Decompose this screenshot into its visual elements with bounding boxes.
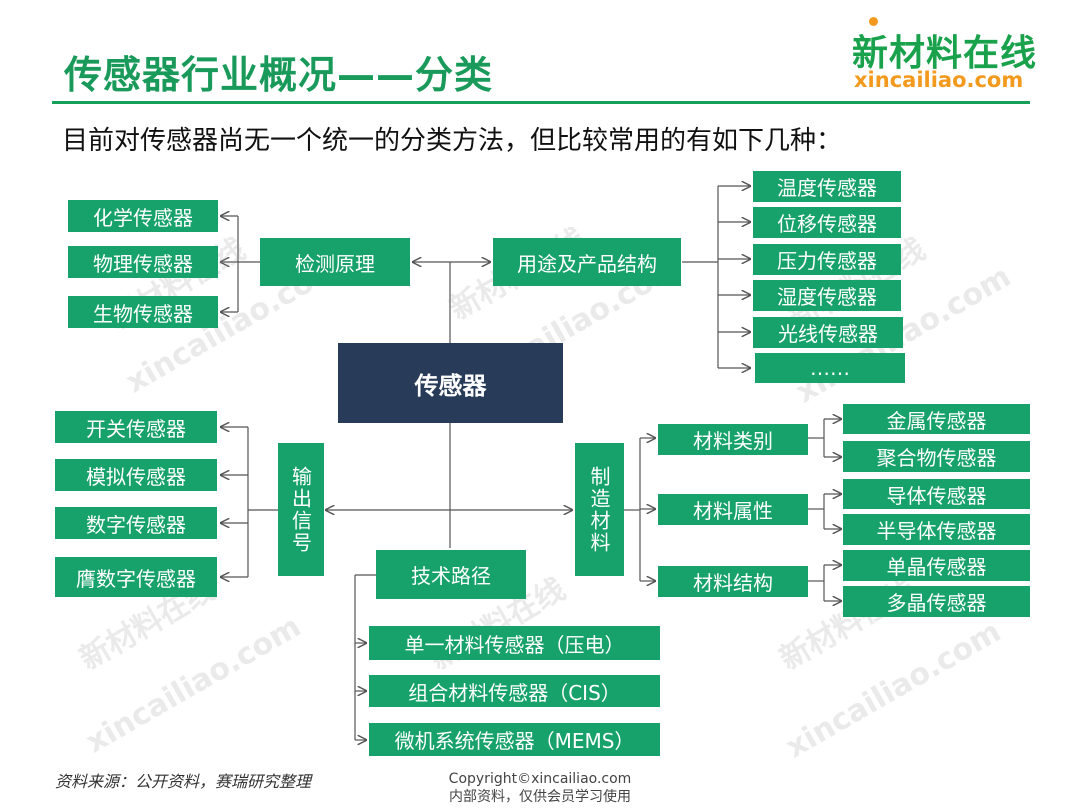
node-single-crystal-sensor: 单晶传感器 bbox=[843, 550, 1030, 581]
center-node-sensor: 传感器 bbox=[338, 343, 563, 423]
source-note: 资料来源：公开资料，赛瑞研究整理 bbox=[55, 772, 312, 791]
node-pressure-sensor: 压力传感器 bbox=[753, 244, 901, 275]
node-material-category: 材料类别 bbox=[658, 424, 808, 455]
node-mems-sensor: 微机系统传感器（MEMS） bbox=[369, 723, 660, 756]
node-conductor-sensor: 导体传感器 bbox=[843, 479, 1030, 509]
copyright-text: Copyright©xincailiao.com bbox=[448, 771, 632, 787]
brand-logo: 新材料在线 xincailiao.com bbox=[852, 17, 1042, 94]
node-quasi-digital-sensor: 膺数字传感器 bbox=[55, 557, 217, 597]
logo-text-en: xincailiao.com bbox=[854, 68, 1024, 92]
logo-text-cn: 新材料在线 bbox=[852, 33, 1038, 74]
node-output-signal: 输出信号 bbox=[278, 443, 324, 576]
node-manufacturing-material: 制造材料 bbox=[575, 443, 624, 576]
node-polymer-sensor: 聚合物传感器 bbox=[843, 441, 1030, 472]
node-analog-sensor: 模拟传感器 bbox=[55, 459, 217, 491]
node-material-structure: 材料结构 bbox=[658, 566, 808, 597]
node-biological-sensor: 生物传感器 bbox=[68, 296, 218, 328]
node-temperature-sensor: 温度传感器 bbox=[753, 171, 901, 202]
header-divider bbox=[52, 101, 1030, 104]
subtitle: 目前对传感器尚无一个统一的分类方法，但比较常用的有如下几种： bbox=[62, 126, 843, 156]
node-polycrystal-sensor: 多晶传感器 bbox=[843, 586, 1030, 617]
page-title: 传感器行业概况——分类 bbox=[64, 53, 494, 97]
node-single-material-sensor: 单一材料传感器（压电） bbox=[369, 626, 660, 660]
node-light-sensor: 光线传感器 bbox=[753, 317, 903, 348]
node-technology-path: 技术路径 bbox=[376, 550, 526, 599]
node-physical-sensor: 物理传感器 bbox=[68, 246, 218, 278]
node-usage-structure: 用途及产品结构 bbox=[493, 238, 681, 286]
node-detection-principle: 检测原理 bbox=[260, 238, 410, 286]
node-humidity-sensor: 湿度传感器 bbox=[753, 280, 901, 311]
node-switch-sensor: 开关传感器 bbox=[55, 411, 217, 443]
copyright-block: Copyright©xincailiao.com 内部资料，仅供会员学习使用 bbox=[420, 770, 660, 806]
node-chemical-sensor: 化学传感器 bbox=[68, 200, 218, 232]
logo-dot-icon bbox=[869, 17, 878, 26]
node-semiconductor-sensor: 半导体传感器 bbox=[843, 514, 1030, 545]
node-digital-sensor: 数字传感器 bbox=[55, 507, 217, 539]
node-material-property: 材料属性 bbox=[658, 494, 808, 525]
node-metal-sensor: 金属传感器 bbox=[843, 404, 1030, 434]
node-composite-material-sensor: 组合材料传感器（CIS） bbox=[369, 675, 660, 707]
node-more-sensors: …… bbox=[755, 353, 905, 383]
internal-note: 内部资料，仅供会员学习使用 bbox=[449, 789, 631, 805]
node-displacement-sensor: 位移传感器 bbox=[753, 207, 901, 238]
